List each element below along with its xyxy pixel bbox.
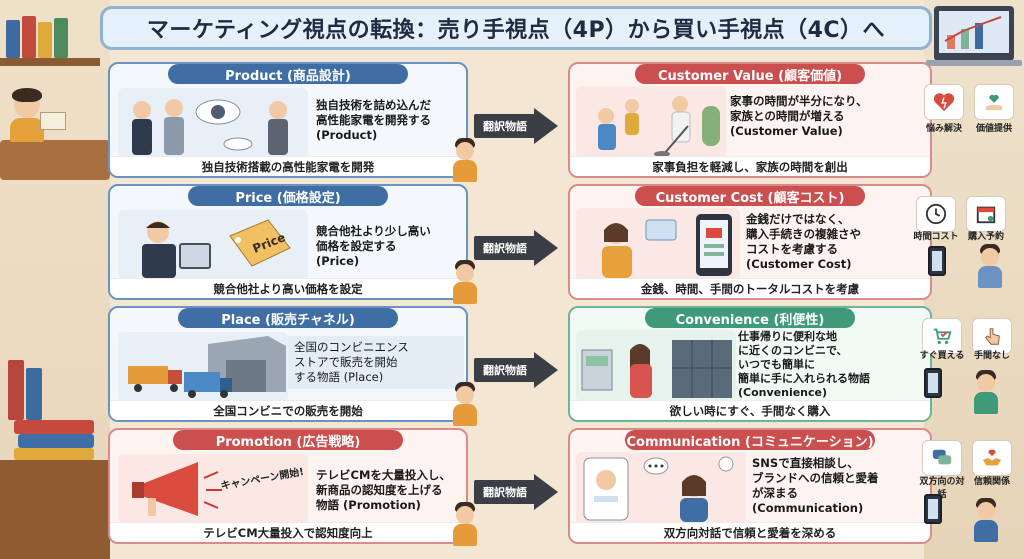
smartphone-icon [924,368,942,398]
family-illustration [576,86,726,158]
badge-label: 信頼関係 [973,477,1010,487]
book-stack [14,448,94,460]
open-book [40,112,66,130]
badge-label: 手間なし [973,351,1010,361]
arrow-label: 翻訳物語 [474,358,536,382]
panel-description: SNSで直接相談し、 ブランドへの信頼と愛着 が深まる (Communicati… [752,456,879,515]
chat-bubble-icon [922,440,962,476]
book [6,20,20,58]
book [22,16,36,58]
panel-header: Customer Value (顧客価値) [635,64,865,84]
panel-customer-value: Customer Value (顧客価値) 家事の時間が半分になり、 家族との時… [568,62,932,178]
book [26,368,42,420]
panel-caption: 家事負担を軽減し、家族の時間を創出 [570,156,930,176]
panel-caption: 独自技術搭載の高性能家電を開発 [110,156,466,176]
panel-description: 競合他社より少し高い 価格を設定する (Price) [316,224,431,268]
panel-description: 独自技術を詰め込んだ 高性能家電を開発する (Product) [316,98,431,142]
panel-communication: Communication (コミュニケーション) SNSで直接相談し、 ブラン… [568,428,932,544]
cart-check-icon [922,318,962,354]
panel-description: 金銭だけではなく、 購入手続きの複雑さや コストを考慮する (Customer … [746,212,861,271]
child-hair [12,88,42,102]
panel-header: Communication (コミュニケーション) [625,430,875,450]
panel-convenience: Convenience (利便性) 仕事帰りに便利な地 に近くのコンビニで、 い… [568,306,932,422]
shopping-phone-illustration [576,208,740,280]
title-banner: マーケティング視点の転換：売り手視点（4P）から買い手視点（4C）へ [100,6,932,50]
badge-label: すぐ買える [919,351,965,361]
panel-description: 仕事帰りに便利な地 に近くのコンビニで、 いつでも簡単に 簡単に手に入れられる物… [738,330,870,399]
translation-arrow: 翻訳物語 [474,352,564,388]
smartphone-icon [924,494,942,524]
sns-chat-illustration [576,452,746,524]
book-stack [14,420,94,434]
book [8,360,24,420]
badge-label: 悩み解決 [925,124,962,134]
panel-caption: 双方向対話で信頼と愛着を深める [570,522,930,542]
arrow-label: 翻訳物語 [474,480,536,504]
arrow-head [534,352,558,388]
translation-arrow: 翻訳物語 [474,474,564,510]
panel-place: Place (販売チャネル) 全国のコンビニエンス ストアで販売を開始 する物語… [108,306,468,422]
translation-arrow: 翻訳物語 [474,230,564,266]
badge-label: 価値提供 [975,124,1012,134]
laptop-illustration [934,6,1014,61]
price-illustration: Price [118,210,308,280]
badge-label: 購入予約 [967,232,1004,242]
page-title: マーケティング視点の転換：売り手視点（4P）から買い手視点（4C）へ [146,18,886,43]
chart-icon [944,16,1002,49]
heart-icon [924,84,964,120]
panel-header: Convenience (利便性) [645,308,855,328]
room-left-background [0,0,110,559]
panel-description: 全国のコンビニエンス ストアで販売を開始 する物語 (Place) [288,336,464,389]
panel-header: Product (商品設計) [168,64,408,84]
clock-icon [916,196,956,232]
warehouse-truck-illustration [118,332,288,402]
bookshelf [0,58,100,66]
calendar-icon [966,196,1006,232]
panel-description: テレビCMを大量投入し、 新商品の認知度を上げる 物語 (Promotion) [316,468,451,512]
book [38,22,52,58]
child-body [10,118,44,142]
book-stack [18,434,94,448]
arrow-label: 翻訳物語 [474,236,536,260]
desk [0,460,110,559]
laptop-base [926,60,1022,66]
arrow-label: 翻訳物語 [474,114,536,138]
product-meeting-illustration [118,88,308,158]
hand-heart-icon [974,84,1014,120]
arrow-head [534,230,558,266]
tap-hand-icon [972,318,1012,354]
laptop-screen [939,11,1009,53]
translation-arrow: 翻訳物語 [474,108,564,144]
panel-product: Product (商品設計) 独自技術を詰め込んだ 高性能家電を開発する (Pr… [108,62,468,178]
panel-header: Price (価格設定) [188,186,388,206]
handshake-icon [972,440,1012,476]
badge-label: 双方向の対話 [919,477,965,500]
panel-caption: 競合他社より高い価格を設定 [110,278,466,298]
desk [0,140,110,180]
panel-price: Price (価格設定) Price 競合他社より少し高い 価格を設定する (P… [108,184,468,300]
panel-header: Customer Cost (顧客コスト) [635,186,865,206]
panel-description: 家事の時間が半分になり、 家族との時間が増える (Customer Value) [730,94,868,138]
book [54,18,68,58]
panel-customer-cost: Customer Cost (顧客コスト) 金銭だけではなく、 購入手続きの複雑… [568,184,932,300]
panel-header: Place (販売チャネル) [178,308,398,328]
station-locker-illustration [576,330,736,402]
megaphone-illustration: キャンペーン開始! [118,454,308,524]
smartphone-icon [928,246,946,276]
panel-caption: テレビCM大量投入で認知度向上 [110,522,466,542]
panel-caption: 欲しい時にすぐ、手間なく購入 [570,400,930,420]
panel-header: Promotion (広告戦略) [173,430,403,450]
badge-label: 時間コスト [913,232,959,242]
arrow-head [534,474,558,510]
panel-caption: 金銭、時間、手間のトータルコストを考慮 [570,278,930,298]
panel-caption: 全国コンビニでの販売を開始 [110,400,466,420]
arrow-head [534,108,558,144]
panel-promotion: Promotion (広告戦略) キャンペーン開始! テレビCMを大量投入し、 … [108,428,468,544]
